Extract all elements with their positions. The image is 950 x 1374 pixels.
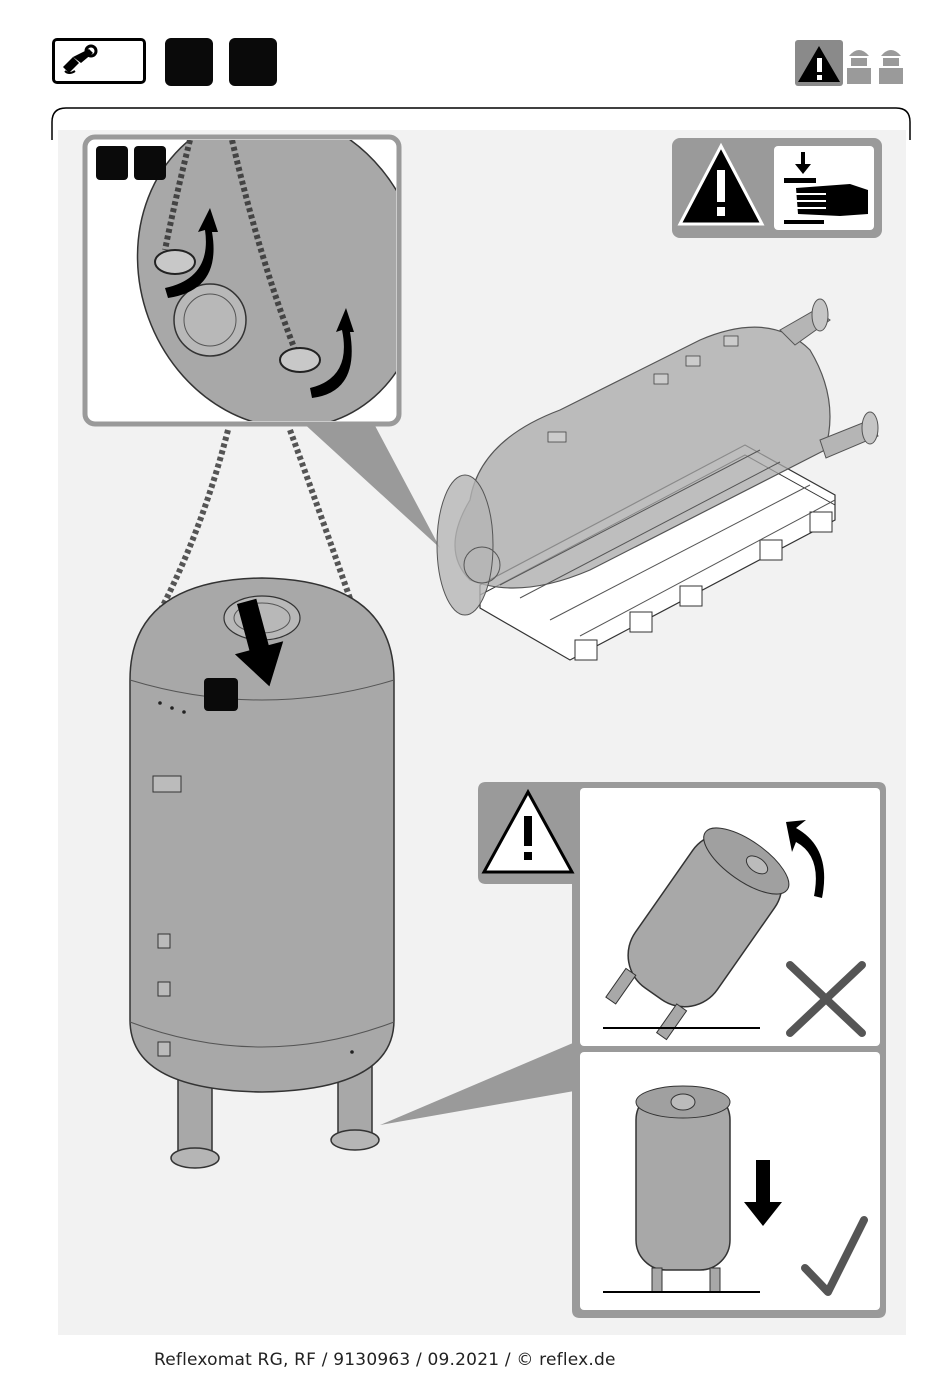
warning-icon — [795, 40, 843, 86]
main-label — [204, 678, 238, 711]
worker-icon — [847, 50, 871, 84]
worker-icon — [879, 50, 903, 84]
crush-hazard-box — [672, 138, 882, 238]
detail-label-1 — [96, 146, 128, 180]
detail-label-2 — [134, 146, 166, 180]
footer-text: Reflexomat RG, RF / 9130963 / 09.2021 / … — [154, 1350, 616, 1370]
